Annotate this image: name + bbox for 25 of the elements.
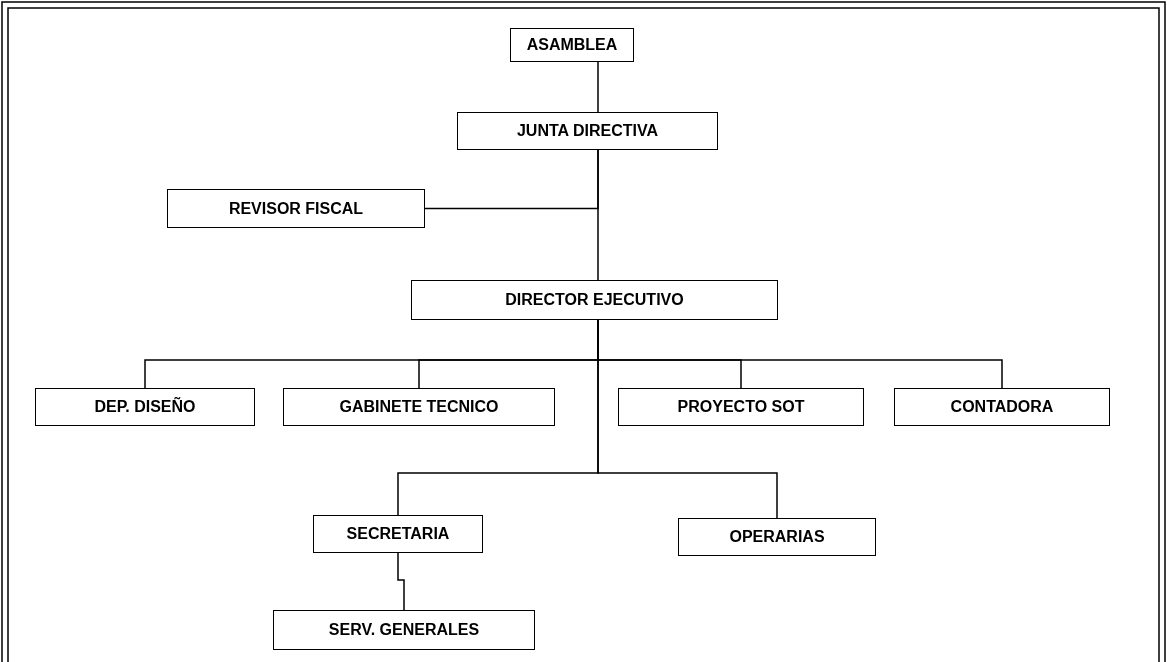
org-box xyxy=(283,388,555,426)
org-box xyxy=(313,515,483,553)
box-label: GABINETE TECNICO xyxy=(339,398,499,416)
org-box xyxy=(35,388,255,426)
box-label: ASAMBLEA xyxy=(526,36,618,54)
org-box xyxy=(167,189,425,228)
connector-line xyxy=(597,61,599,113)
box-label: PROYECTO SOT xyxy=(677,398,805,416)
connector-line xyxy=(597,149,599,281)
org-box xyxy=(273,610,535,650)
org-box xyxy=(457,112,718,150)
box-label: SERV. GENERALES xyxy=(328,621,480,639)
box-label: CONTADORA xyxy=(950,398,1054,416)
box-label: JUNTA DIRECTIVA xyxy=(516,122,658,140)
org-box xyxy=(411,280,778,320)
box-label: DEP. DISEÑO xyxy=(94,398,196,416)
org-box xyxy=(618,388,864,426)
box-label: OPERARIAS xyxy=(729,528,825,546)
box-label: SECRETARIA xyxy=(346,525,450,543)
org-box xyxy=(510,28,634,62)
box-label: REVISOR FISCAL xyxy=(228,199,364,218)
org-box xyxy=(894,388,1110,426)
connector-line xyxy=(397,552,405,611)
org-box xyxy=(678,518,876,556)
box-label: DIRECTOR EJECUTIVO xyxy=(505,291,684,309)
